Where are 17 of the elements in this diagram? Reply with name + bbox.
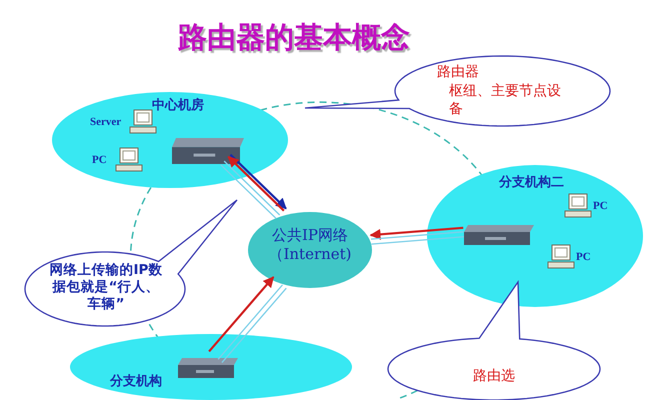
- network-label: 公共IP网络（Internet): [267, 226, 353, 264]
- link-line: [371, 236, 464, 245]
- title: 路由器的基本概念: [178, 19, 410, 56]
- site-title: 分支机构二: [499, 175, 564, 192]
- site-title: 分支机构: [110, 374, 162, 390]
- link-line: [370, 231, 464, 240]
- callout-text: 路由选: [473, 368, 515, 386]
- device-label: PC: [576, 251, 591, 263]
- arrow: [370, 226, 464, 240]
- device-label: Server: [90, 116, 122, 128]
- device-label: PC: [593, 200, 608, 212]
- site-title: 中心机房: [152, 98, 204, 114]
- device-label: PC: [92, 154, 107, 166]
- callout-text: 网络上传输的IP数据包就是“行人、车辆”: [48, 262, 164, 313]
- callout-text: 路由器: [437, 64, 479, 82]
- arrow: [208, 276, 274, 352]
- callout-text: 枢纽、主要节点设备: [449, 83, 562, 118]
